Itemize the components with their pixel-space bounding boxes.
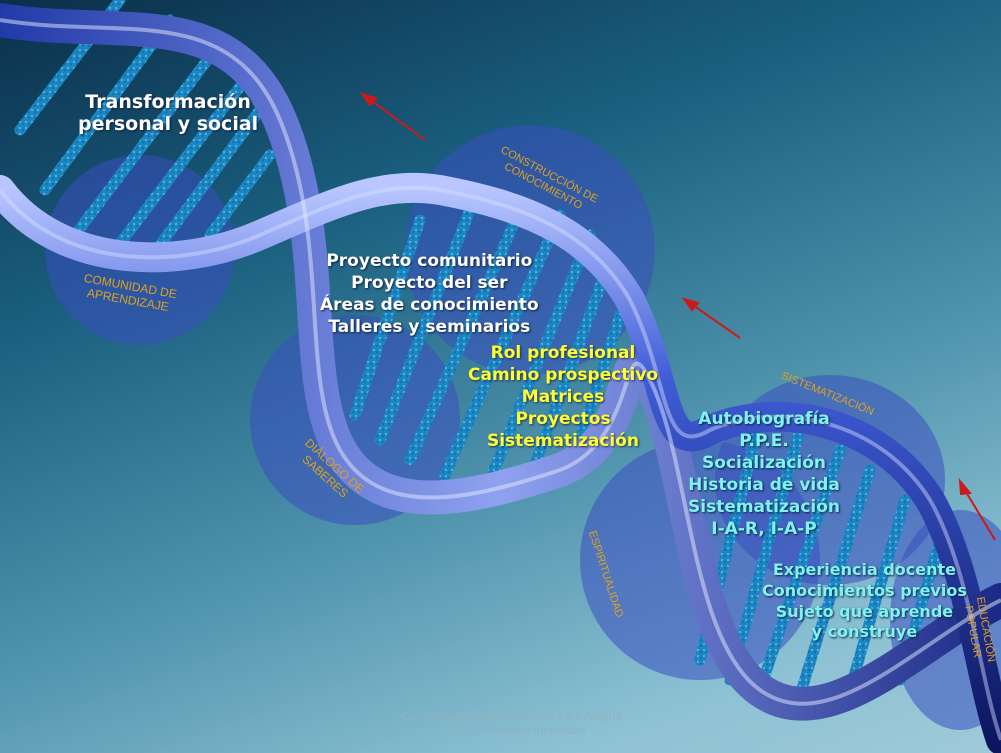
cyan-item: y construye bbox=[811, 622, 918, 642]
yellow-item: Sistematización bbox=[486, 431, 640, 452]
white-items-list: Proyecto comunitario Proyecto del ser Ár… bbox=[320, 250, 539, 338]
yellow-item: Proyectos bbox=[515, 409, 611, 430]
arrow-3 bbox=[962, 486, 996, 541]
cyan-item: Socialización bbox=[702, 453, 827, 474]
cyan-item: Autobiografía bbox=[698, 409, 830, 429]
footer-credit: Centro de Profesionalización Fé y Alegrí… bbox=[362, 709, 662, 738]
cyan-item: Sistematización bbox=[688, 497, 841, 518]
transformation-line-2: personal y social bbox=[78, 112, 259, 135]
cyan-item: Sujeto que aprende bbox=[775, 601, 954, 621]
white-item: Talleres y seminarios bbox=[328, 317, 531, 338]
white-item: Áreas de conocimiento bbox=[320, 295, 539, 316]
yellow-item: Camino prospectivo bbox=[468, 365, 659, 386]
helix-rungs bbox=[14, 0, 946, 701]
arrow-2-head bbox=[681, 297, 700, 312]
arrow-1 bbox=[367, 97, 426, 141]
cyan-items-lower-list: Experiencia docente Conocimientos previo… bbox=[762, 560, 967, 643]
transformation-line-1: Transformación bbox=[85, 91, 251, 113]
arrow-2 bbox=[689, 302, 741, 339]
yellow-item: Matrices bbox=[521, 387, 605, 408]
helix-strand-b bbox=[0, 172, 1001, 753]
helix-strand-b-highlight bbox=[0, 185, 1001, 741]
cyan-item: Historia de vida bbox=[688, 475, 840, 496]
white-item: Proyecto comunitario bbox=[326, 251, 533, 271]
arrow-1-head bbox=[359, 92, 378, 107]
cyan-item: P.P.E. bbox=[739, 431, 789, 452]
helix-strand-a-highlight bbox=[0, 18, 1001, 706]
cyan-item: Conocimientos previos bbox=[762, 580, 967, 600]
white-item: Proyecto del ser bbox=[351, 273, 508, 294]
footer-line-2: C.P.F.A. - Modelo Innovador bbox=[437, 722, 587, 737]
cyan-items-upper-list: Autobiografía P.P.E. Socialización Histo… bbox=[688, 408, 840, 541]
cyan-item: Experiencia docente bbox=[772, 560, 957, 579]
arrow-3-head bbox=[958, 477, 972, 496]
yellow-item: Rol profesional bbox=[490, 343, 636, 363]
transformation-label: Transformación personal y social bbox=[78, 91, 259, 136]
cyan-item: I-A-R, I-A-P bbox=[711, 519, 817, 540]
yellow-items-list: Rol profesional Camino prospectivo Matri… bbox=[468, 342, 658, 452]
footer-line-1: Centro de Profesionalización Fé y Alegrí… bbox=[401, 709, 623, 723]
direction-arrows bbox=[359, 92, 996, 541]
